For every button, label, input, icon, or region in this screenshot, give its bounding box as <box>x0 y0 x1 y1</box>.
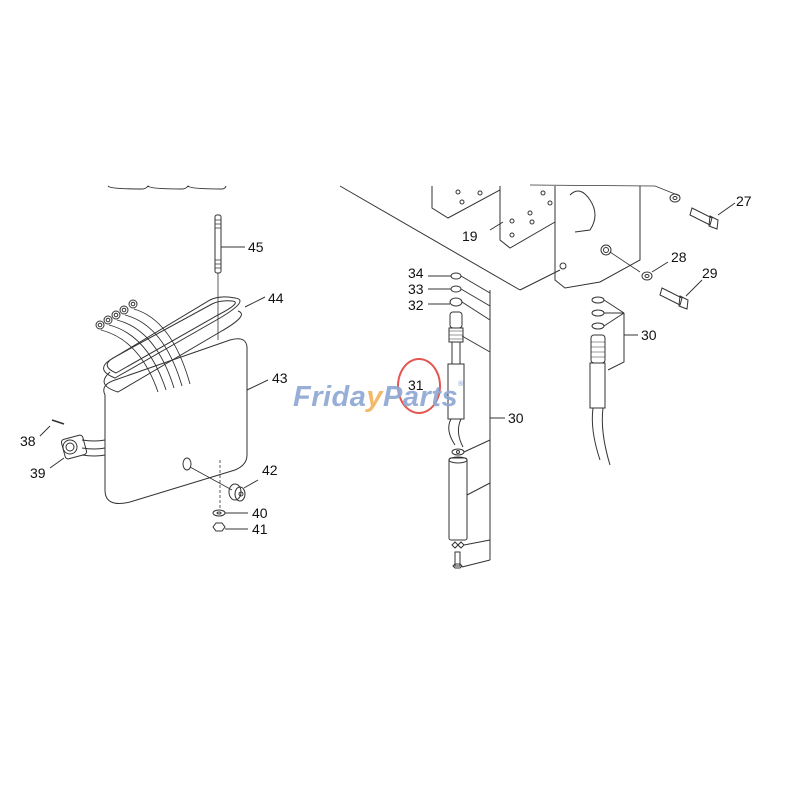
watermark-accent: y <box>366 381 384 413</box>
grommet-42 <box>228 479 259 502</box>
callout-34: 34 <box>408 265 424 281</box>
callout-38: 38 <box>20 433 36 449</box>
callout-40: 40 <box>252 505 268 521</box>
callout-29: 29 <box>702 265 718 281</box>
registered-mark: ® <box>458 381 464 388</box>
case-43 <box>103 338 269 510</box>
nut-41 <box>212 522 248 532</box>
bolt-27 <box>689 202 736 230</box>
watermark-text-1: Frida <box>293 381 367 413</box>
watermark-text-2: Parts <box>383 381 459 413</box>
connector-39 <box>39 419 106 469</box>
callout-43: 43 <box>272 370 288 386</box>
top-arcs <box>107 185 227 190</box>
callout-41: 41 <box>252 521 268 537</box>
washer-27 <box>669 193 681 203</box>
stud-45 <box>214 214 245 340</box>
plate-19 <box>431 184 681 289</box>
callout-32: 32 <box>408 297 424 313</box>
sensor-31-assembly <box>428 272 505 569</box>
sensor-30-right <box>589 296 638 466</box>
watermark-logo: FridayParts® <box>293 381 464 414</box>
callout-45: 45 <box>248 239 264 255</box>
callout-19: 19 <box>462 228 478 244</box>
valve-outline <box>339 185 561 291</box>
callout-42: 42 <box>262 462 278 478</box>
band-44 <box>95 296 266 393</box>
callout-33: 33 <box>408 281 424 297</box>
callout-27: 27 <box>736 193 752 209</box>
washer-40 <box>212 509 248 517</box>
callout-28: 28 <box>671 249 687 265</box>
wire-terminals <box>95 299 191 393</box>
callout-44: 44 <box>268 290 284 306</box>
washer-28 <box>641 261 669 281</box>
bolt-29 <box>659 279 703 310</box>
callout-39: 39 <box>30 465 46 481</box>
highlight-circle <box>397 358 441 414</box>
callout-30-right: 30 <box>641 327 657 343</box>
callout-30-middle: 30 <box>508 410 524 426</box>
